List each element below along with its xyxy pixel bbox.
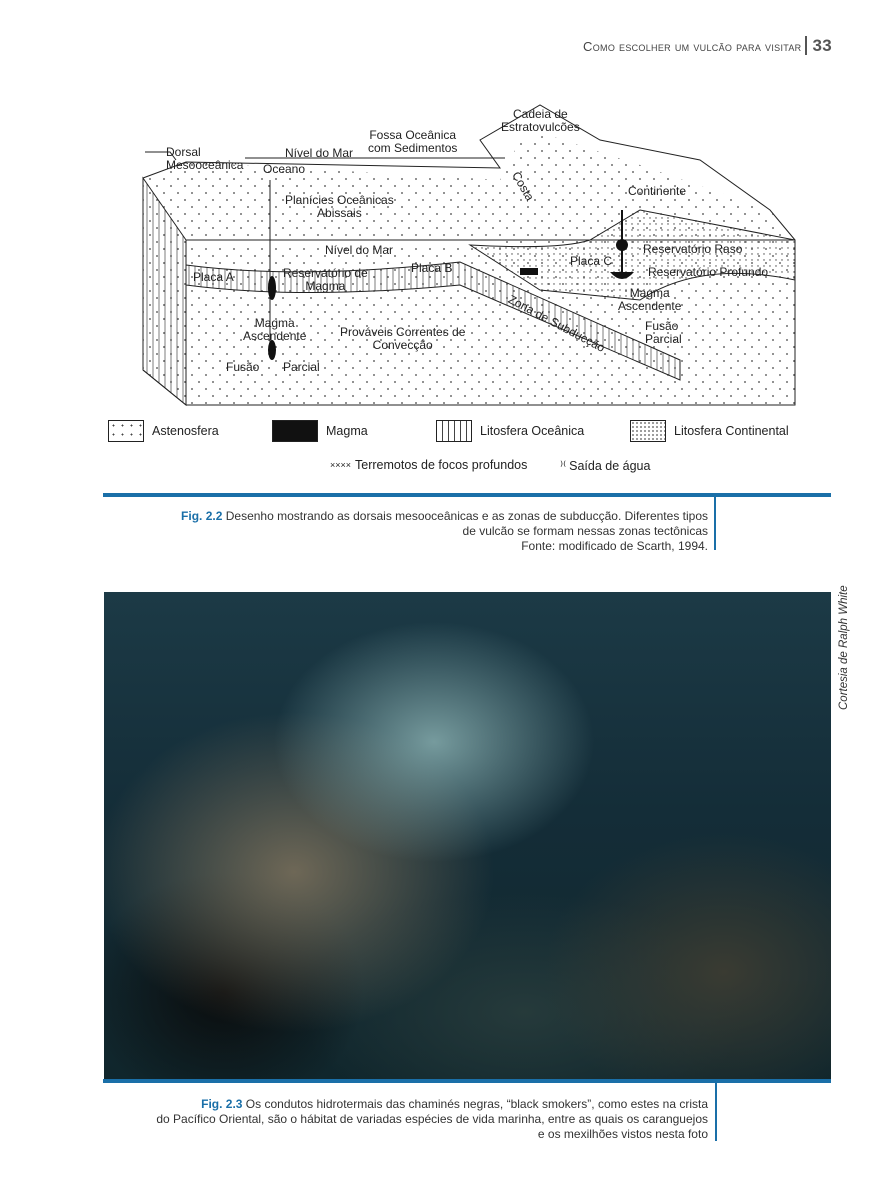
photo-credit: Cortesia de Ralph White <box>838 585 850 710</box>
caption-label: Fig. 2.3 <box>201 1097 243 1111</box>
label-text: Cadeia de <box>512 107 568 121</box>
legend-litosfera-oceanica: Litosfera Oceânica <box>436 420 584 442</box>
running-title: Como escolher um vulcão para visitar <box>583 39 802 54</box>
caption-label: Fig. 2.2 <box>181 509 223 523</box>
label-placa-b: Placa B <box>411 261 453 275</box>
label-text: Parcial <box>645 332 682 346</box>
label-text: Ascendente <box>243 329 307 343</box>
label-nivel-mar: Nível do Mar <box>325 243 394 257</box>
label-text: Planícies Oceânicas <box>285 193 394 207</box>
figure-2-2-caption: Fig. 2.2 Desenho mostrando as dorsais me… <box>148 509 708 554</box>
caption-source: Fonte: modificado de Scarth, 1994. <box>521 539 708 553</box>
caption-2-3-vline <box>715 1083 717 1141</box>
label-text: Magma <box>305 279 346 293</box>
label-text: Mesooceânica <box>166 158 244 172</box>
legend-saida-agua: ⁾⁽Saída de água <box>560 458 651 474</box>
legend-astenosfera: Astenosfera <box>108 420 219 442</box>
astenosfera-swatch <box>108 420 144 442</box>
legend-label: Litosfera Oceânica <box>480 424 585 438</box>
legend-label: Litosfera Continental <box>674 424 789 438</box>
label-text: Dorsal <box>166 145 201 159</box>
caption-text: e os mexilhões vistos nesta foto <box>537 1127 708 1141</box>
label-continente: Continente <box>628 184 687 198</box>
caption-text: Desenho mostrando as dorsais mesooceânic… <box>222 509 708 523</box>
caption-2-2-vline <box>714 497 716 550</box>
legend-label: Magma <box>326 424 368 438</box>
caption-text: Os condutos hidrotermais das chaminés ne… <box>242 1097 708 1111</box>
label-text: Magma <box>629 286 670 300</box>
figure-2-3-caption: Fig. 2.3 Os condutos hidrotermais das ch… <box>108 1097 708 1142</box>
caption-text: do Pacífico Oriental, são o hábitat de v… <box>156 1112 708 1126</box>
legend-terremotos: ××××Terremotos de focos profundos <box>330 458 527 472</box>
page-number: 33 <box>805 36 832 55</box>
label-text: Magma <box>254 316 295 330</box>
tectonic-block-diagram <box>142 104 796 407</box>
label-text: Fusão <box>645 319 679 333</box>
label-text: Prováveis Correntes de <box>340 325 466 339</box>
water-outlet-symbol-icon: ⁾⁽ <box>560 459 567 473</box>
label-text: Reservatório de <box>283 266 368 280</box>
label-text: Fossa Oceânica <box>369 128 457 142</box>
magma-swatch <box>272 420 318 442</box>
earthquake-symbol-icon: ×××× <box>330 460 352 470</box>
label-placa-c: Placa C <box>570 254 613 268</box>
label-parcial-left: Parcial <box>283 360 320 374</box>
label-text: com Sedimentos <box>368 141 458 155</box>
black-smokers-photo <box>104 592 831 1080</box>
litosfera-oceanica-swatch <box>436 420 472 442</box>
figure-2-3-rule <box>103 1079 831 1083</box>
figure-2-2-rule <box>103 493 831 497</box>
caption-text: de vulcão se formam nessas zonas tectôni… <box>462 524 708 538</box>
label-oceano: Oceano <box>263 162 306 176</box>
label-fusao-left: Fusão <box>226 360 260 374</box>
label-text: Convecção <box>372 338 433 352</box>
label-reservatorio-profundo: Reservatório Profundo <box>648 265 769 279</box>
label-text: Ascendente <box>618 299 682 313</box>
litosfera-continental-swatch <box>630 420 666 442</box>
legend-magma: Magma <box>272 420 368 442</box>
label-nivel-mar-top: Nível do Mar <box>285 146 354 160</box>
label-text: Abissais <box>317 206 362 220</box>
legend-litosfera-continental: Litosfera Continental <box>630 420 789 442</box>
legend-label: Terremotos de focos profundos <box>355 458 528 472</box>
label-placa-a: Placa A <box>193 270 234 284</box>
legend-label: Astenosfera <box>152 424 219 438</box>
label-text: Estratovulcões <box>501 120 580 134</box>
label-reservatorio-raso: Reservatório Raso <box>643 242 743 256</box>
legend-label: Saída de água <box>569 458 651 473</box>
